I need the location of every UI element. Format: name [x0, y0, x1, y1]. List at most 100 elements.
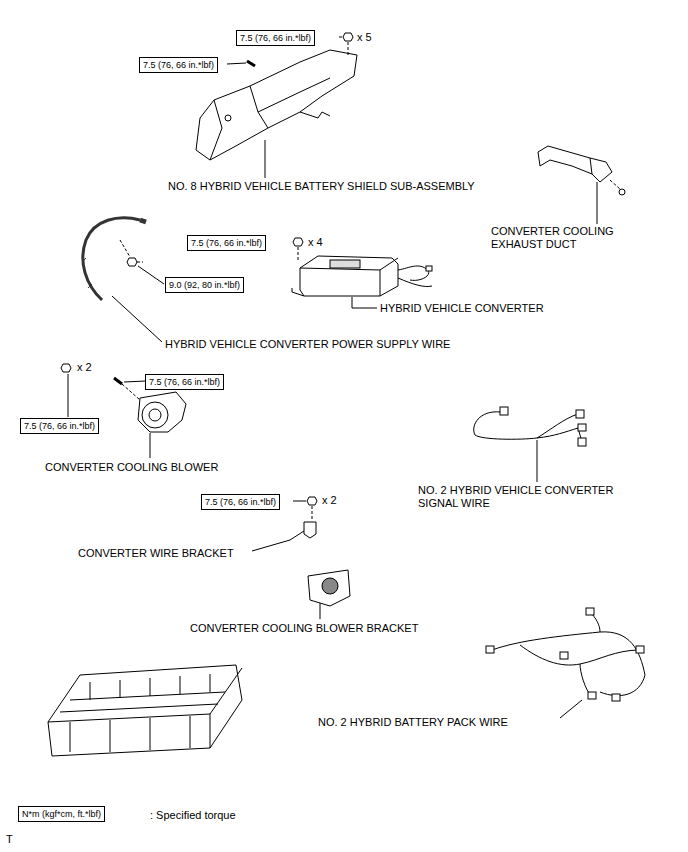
torque-value: 7.5 (76, 66 in.*lbf): [240, 32, 311, 44]
battery-pack-wire: [636, 646, 644, 653]
fasteners: [247, 61, 255, 66]
cooling-blower: [138, 392, 186, 432]
converter: [300, 258, 398, 296]
leader-lines: [150, 433, 151, 458]
quantity-note: x 5: [357, 31, 372, 44]
blower-bracket: [308, 570, 350, 606]
battery-pack-wire: [486, 646, 494, 653]
battery-pack-wire: [586, 608, 594, 615]
power-supply-wire: [83, 218, 140, 300]
quantity-note: x 2: [77, 361, 92, 374]
converter: [398, 266, 429, 280]
battery-shield: [210, 100, 222, 160]
fasteners: [61, 364, 71, 372]
fasteners: [312, 506, 313, 520]
quantity-note: T: [6, 833, 13, 846]
leader-lines: [68, 37, 597, 718]
signal-wire: [500, 407, 508, 415]
wire-bracket: [304, 522, 316, 538]
cooling-blower: [149, 409, 161, 421]
battery-pack-wire: [492, 632, 645, 696]
signal-wire: [578, 438, 586, 446]
torque-box: 7.5 (76, 66 in.*lbf): [236, 30, 315, 46]
leader-lines: [339, 37, 342, 38]
torque-box: 7.5 (76, 66 in.*lbf): [187, 235, 266, 251]
battery-pack: [70, 716, 190, 752]
battery-pack: [48, 665, 242, 756]
torque-box: 7.5 (76, 66 in.*lbf): [145, 374, 224, 390]
fasteners: [114, 378, 122, 384]
torque-box: 7.5 (76, 66 in.*lbf): [201, 494, 280, 510]
blower-bracket: [322, 578, 338, 594]
battery-shield: [258, 112, 268, 128]
fasteners: [610, 180, 620, 189]
power-supply-wire: [140, 220, 146, 222]
leader-lines: [597, 182, 598, 224]
battery-pack-wire: [588, 692, 596, 699]
converter: [398, 278, 432, 287]
fasteners: [298, 247, 299, 262]
exhaust-duct: [590, 158, 592, 174]
part-name: NO. 2 HYBRID VEHICLE CONVERTER SIGNAL WI…: [418, 484, 643, 510]
leader-lines: [252, 531, 304, 551]
battery-shield: [196, 50, 357, 160]
torque-value: N*m (kgf*cm, ft.*lbf): [22, 808, 101, 820]
part-name: CONVERTER COOLING BLOWER: [45, 461, 218, 474]
leader-lines: [68, 374, 69, 417]
leader-lines: [560, 700, 582, 718]
fasteners: [307, 497, 317, 505]
quantity-note: x 4: [308, 236, 323, 249]
fasteners: [127, 258, 137, 266]
leader-lines: [537, 440, 538, 482]
part-name: : Specified torque: [150, 809, 236, 822]
leader-lines: [138, 266, 164, 284]
converter: [330, 260, 360, 268]
fasteners: [293, 238, 303, 246]
exhaust-duct: [538, 146, 612, 182]
wire-bracket: [304, 522, 316, 538]
fasteners: [122, 384, 140, 400]
converter: [292, 288, 304, 296]
quantity-note: x 2: [322, 494, 337, 507]
battery-pack: [60, 692, 225, 712]
signal-wire: [576, 410, 584, 418]
leader-lines: [320, 603, 321, 619]
part-name: HYBRID VEHICLE CONVERTER: [380, 302, 544, 315]
battery-pack: [48, 668, 242, 748]
exhaust-duct: [538, 146, 612, 182]
converter: [300, 256, 398, 296]
fasteners: [61, 33, 625, 520]
fasteners: [619, 189, 625, 195]
part-name: CONVERTER COOLING BLOWER BRACKET: [190, 622, 418, 635]
torque-value: 7.5 (76, 66 in.*lbf): [149, 376, 220, 388]
part-name: CONVERTER WIRE BRACKET: [78, 547, 234, 560]
part-name: HYBRID VEHICLE CONVERTER POWER SUPPLY WI…: [165, 338, 450, 351]
torque-value: 7.5 (76, 66 in.*lbf): [143, 59, 214, 71]
power-supply-wire: [82, 258, 92, 288]
leader-lines: [227, 63, 246, 64]
cooling-blower: [138, 392, 186, 432]
battery-pack-wire: [520, 645, 640, 665]
fasteners: [348, 42, 349, 56]
signal-wire: [474, 407, 586, 446]
signal-wire: [474, 412, 578, 439]
signal-wire: [537, 414, 578, 438]
torque-box: 9.0 (92, 80 in.*lbf): [165, 277, 244, 293]
battery-pack: [90, 674, 210, 700]
torque-box: 7.5 (76, 66 in.*lbf): [139, 57, 218, 73]
leader-lines: [112, 296, 162, 342]
leader-lines: [265, 140, 266, 178]
torque-box: 7.5 (76, 66 in.*lbf): [20, 418, 99, 434]
battery-shield: [225, 115, 231, 121]
part-name: CONVERTER COOLING EXHAUST DUCT: [491, 225, 631, 251]
fasteners: [120, 240, 143, 262]
fasteners: [343, 33, 353, 41]
power-supply-wire: [82, 218, 146, 300]
torque-value: 7.5 (76, 66 in.*lbf): [24, 420, 95, 432]
battery-shield: [300, 112, 330, 118]
leader-lines: [352, 297, 377, 308]
battery-pack-wire: [612, 694, 620, 701]
leader-lines: [124, 381, 146, 382]
part-name: NO. 8 HYBRID VEHICLE BATTERY SHIELD SUB-…: [168, 180, 475, 193]
